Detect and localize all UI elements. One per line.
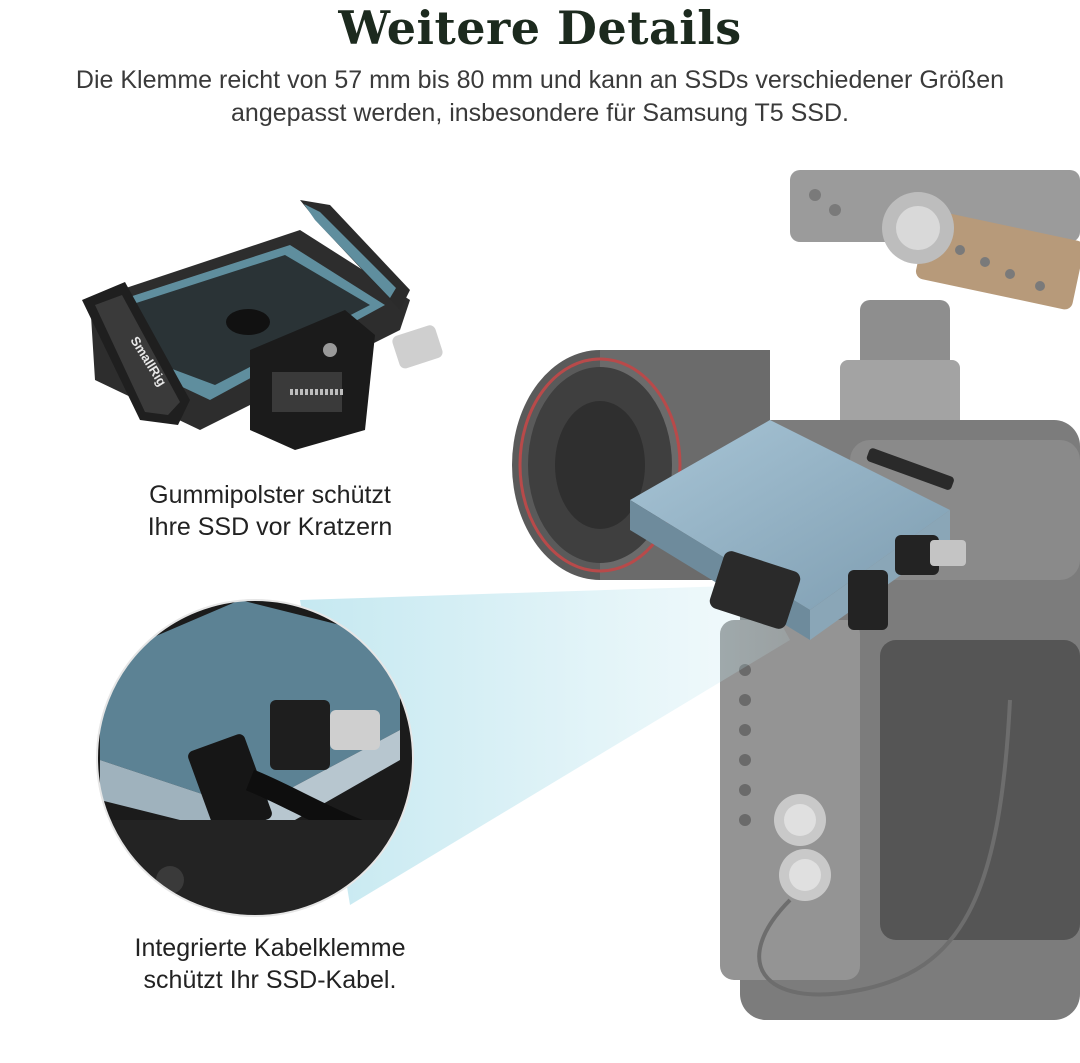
cable-clamp-caption: Integrierte Kabelklemme schützt Ihr SSD-… — [60, 932, 480, 996]
page-title: Weitere Details — [338, 1, 742, 55]
rubber-pad-caption-line-1: Gummipolster schützt — [149, 481, 391, 509]
cable-clamp-caption-line-1: Integrierte Kabelklemme — [134, 934, 406, 962]
subtitle-line-1: Die Klemme reicht von 57 mm bis 80 mm un… — [75, 66, 1005, 94]
ssd-clamp-illustration: SmallRig — [82, 200, 443, 450]
page-subtitle: Die Klemme reicht von 57 mm bis 80 mm un… — [0, 64, 1080, 130]
rubber-pad-caption-line-2: Ihre SSD vor Kratzern — [147, 513, 393, 541]
mounted-ssd-illustration — [630, 420, 966, 640]
highlight-beam — [300, 585, 790, 905]
rubber-pad-caption: Gummipolster schützt Ihre SSD vor Kratze… — [60, 479, 480, 543]
subtitle-line-2: angepasst werden, insbesondere für Samsu… — [231, 99, 849, 127]
cable-clamp-caption-line-2: schützt Ihr SSD-Kabel. — [143, 966, 397, 994]
